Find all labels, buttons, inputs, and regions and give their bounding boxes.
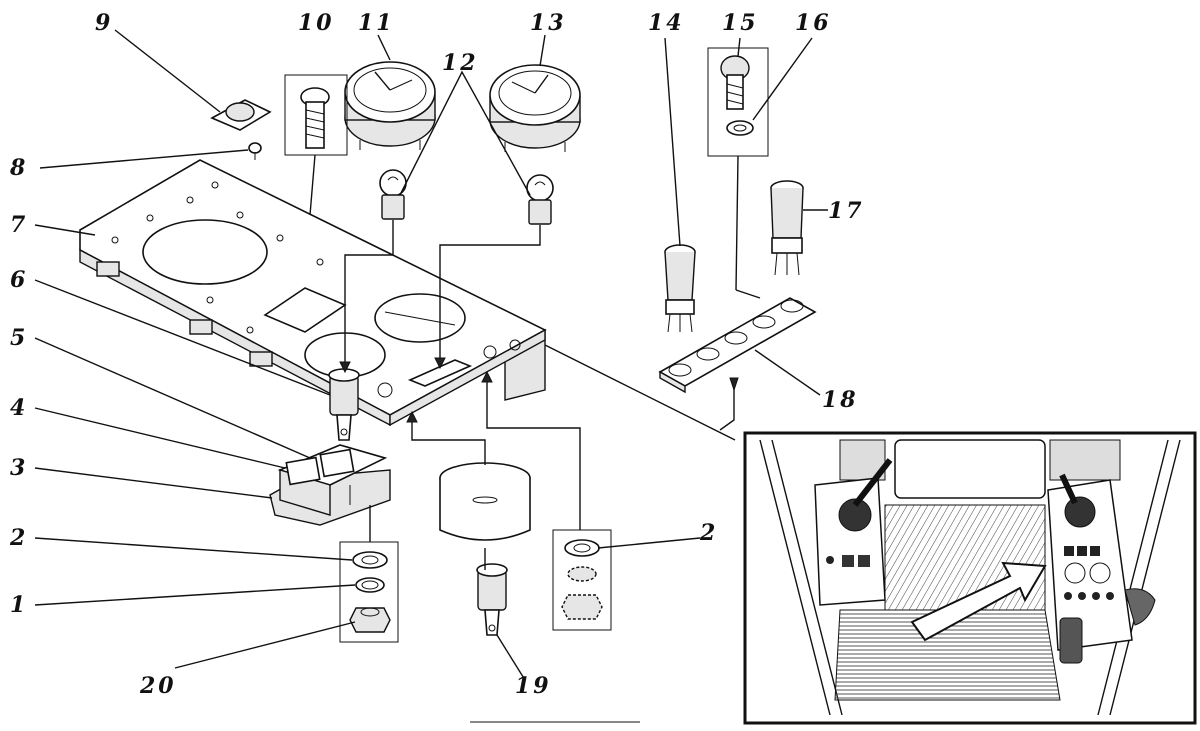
callout-20: 20	[139, 673, 177, 699]
callout-5: 5	[10, 325, 28, 351]
warning-lamp-17	[770, 180, 804, 276]
rivet-8	[248, 142, 262, 160]
callout-14: 14	[648, 10, 685, 36]
collar-ring	[439, 462, 531, 541]
callout-18: 18	[822, 387, 859, 413]
gauge-13	[489, 64, 581, 152]
callout-2-left: 2	[9, 525, 28, 551]
gauge-11	[344, 61, 436, 150]
callout-4: 4	[10, 395, 28, 421]
callout-19: 19	[515, 673, 552, 699]
callout-8: 8	[9, 155, 28, 181]
lamp-socket-19	[476, 563, 508, 636]
callout-13: 13	[530, 10, 567, 36]
assembly-lines	[339, 220, 761, 570]
switch-block	[269, 444, 391, 526]
lamp-bulb-left	[379, 169, 407, 220]
instrument-panel-plate	[79, 159, 547, 427]
screw-15-detail	[707, 47, 769, 291]
screw-10-detail	[284, 74, 348, 216]
fastener-set-left	[339, 541, 399, 643]
callout-17: 17	[828, 198, 865, 224]
callout-2-right: 2	[699, 520, 718, 546]
callout-10: 10	[298, 10, 335, 36]
warning-lamp-14	[664, 244, 696, 333]
lamp-holder-strip-18	[658, 297, 817, 394]
callout-12: 12	[442, 50, 479, 76]
fastener-set-right	[552, 529, 612, 631]
cab-view-inset	[743, 431, 1197, 725]
lamp-bulb-right	[526, 174, 554, 225]
callout-3: 3	[10, 455, 28, 481]
location-arrow-icon	[910, 561, 1047, 642]
callout-9: 9	[95, 10, 113, 36]
nameplate-9	[210, 99, 272, 131]
callout-6: 6	[10, 267, 28, 293]
callout-1: 1	[10, 592, 28, 618]
lamp-socket-6	[328, 368, 360, 441]
callout-11: 11	[358, 10, 395, 36]
leader-lines	[34, 29, 828, 681]
callout-7: 7	[10, 212, 28, 238]
callout-16: 16	[795, 10, 832, 36]
callout-15: 15	[722, 10, 759, 36]
